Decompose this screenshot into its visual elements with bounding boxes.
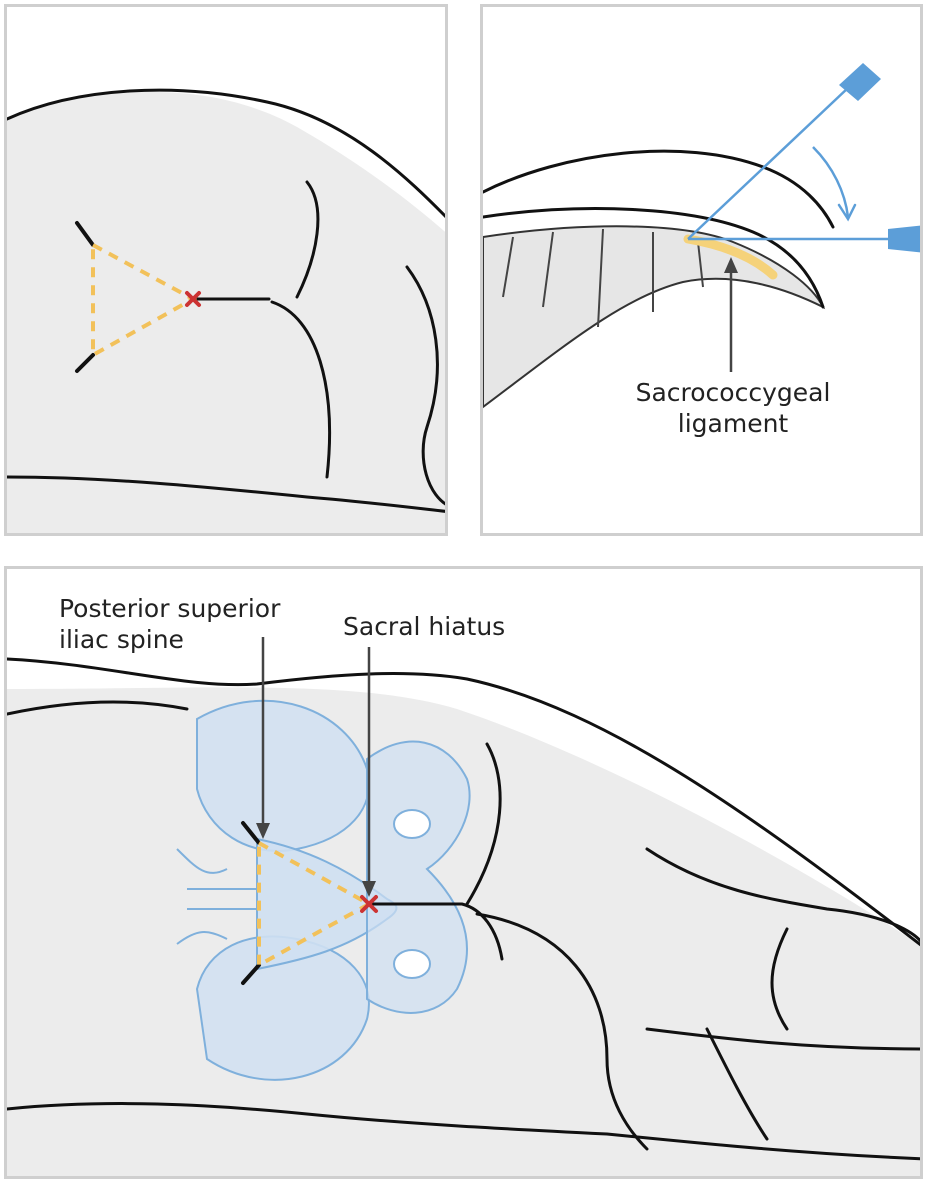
surface-landmarks-illustration xyxy=(7,7,448,536)
panel-needle-insertion: Sacrococcygeal ligament xyxy=(480,4,923,536)
posterior-superior-iliac-spine-label: Posterior superior iliac spine xyxy=(59,593,280,655)
skin-outline xyxy=(483,151,833,227)
sacral-anatomy-illustration xyxy=(7,569,923,1179)
sacrococcygeal-ligament-label: Sacrococcygeal ligament xyxy=(623,377,843,439)
needle-hub-initial xyxy=(839,63,881,101)
needle-insertion-illustration xyxy=(483,7,923,536)
needle-initial-angle xyxy=(688,87,849,239)
obturator-foramen-upper xyxy=(394,810,430,838)
panel-surface-landmarks xyxy=(4,4,448,536)
sacral-hiatus-label: Sacral hiatus xyxy=(343,611,505,642)
obturator-foramen-lower xyxy=(394,950,430,978)
needle-hub-final xyxy=(888,225,923,253)
panel-sacral-anatomy: Posterior superior iliac spine Sacral hi… xyxy=(4,566,923,1179)
